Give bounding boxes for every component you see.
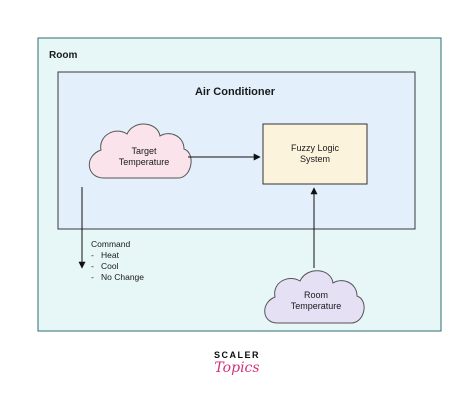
room-temperature-cloud xyxy=(264,270,365,324)
air-conditioner-label: Air Conditioner xyxy=(194,86,276,98)
target-temperature-label: Target Temperature xyxy=(99,146,189,168)
room-temperature-line1: Room xyxy=(303,290,328,300)
fuzzy-logic-box xyxy=(262,123,368,185)
room-temperature-label: Room Temperature xyxy=(270,290,362,312)
target-temperature-line2: Temperature xyxy=(118,157,170,167)
command-list: Heat Cool No Change xyxy=(91,250,144,283)
command-item-cool: Cool xyxy=(91,261,144,272)
room-temperature-line2: Temperature xyxy=(290,301,342,311)
scaler-logo-bottom: Topics xyxy=(214,360,260,376)
fuzzy-logic-label: Fuzzy Logic System xyxy=(263,143,367,165)
command-item-no-change: No Change xyxy=(91,272,144,283)
command-item-heat: Heat xyxy=(91,250,144,261)
fuzzy-logic-line2: System xyxy=(299,154,330,164)
scaler-logo-top: SCALER xyxy=(213,350,260,360)
target-temperature-cloud xyxy=(88,123,192,179)
target-temperature-line1: Target xyxy=(131,146,157,156)
room-label: Room xyxy=(49,50,78,61)
command-title: Command xyxy=(91,239,131,249)
fuzzy-logic-line1: Fuzzy Logic xyxy=(290,143,340,153)
